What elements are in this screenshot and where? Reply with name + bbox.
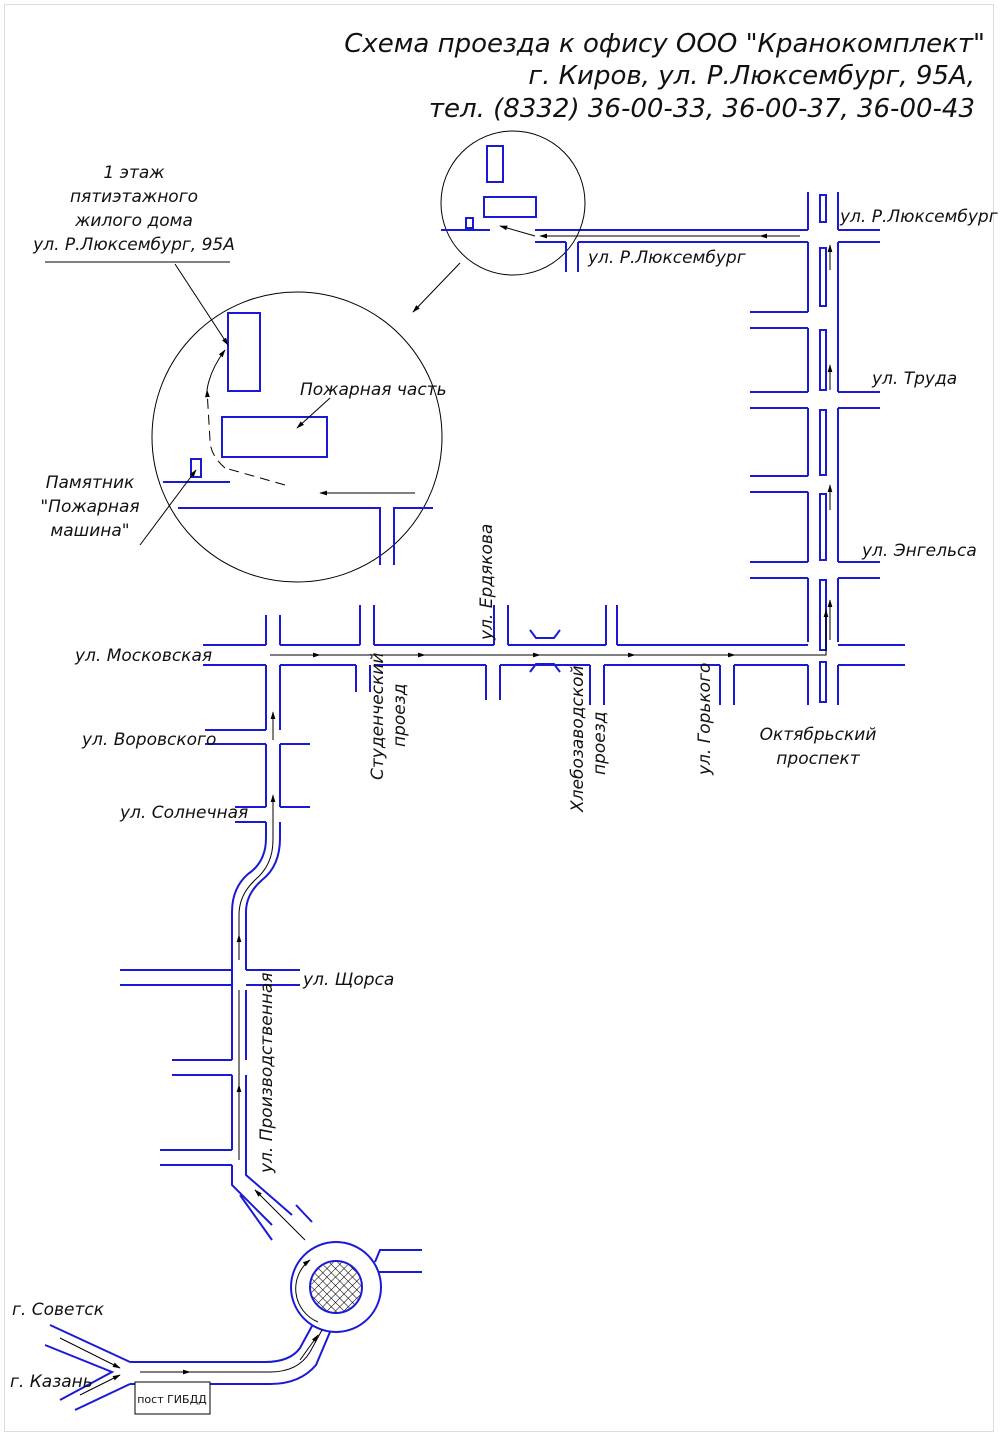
roundabout [130,1241,422,1385]
road-oktyabrsky [750,192,880,705]
city-sovetsk: г. Советск [12,1300,105,1320]
street-khlebozavodskoy-1: Хлебозаводской [568,665,588,813]
post-gibdd-box [134,1381,211,1415]
fire-station-building [221,416,328,458]
labels: 1 этаж пятиэтажного жилого дома ул. Р.Лю… [10,163,998,1406]
building-label-1: 1 этаж [103,163,165,183]
street-truda: ул. Труда [871,369,957,389]
title-line-3: тел. (8332) 36-00-33, 36-00-37, 36-00-43 [429,94,975,124]
street-shchorsa: ул. Щорса [302,970,394,990]
residential-building [227,312,261,392]
monument-label-3: машина" [50,521,129,541]
building-label-2: пятиэтажного [70,187,198,207]
monument-label-2: "Пожарная [40,497,139,517]
road-upper-vertical [205,665,310,970]
street-engelsa: ул. Энгельса [861,541,977,561]
street-moskovskaya: ул. Московская [74,646,212,666]
street-luxemburg-mid: ул. Р.Люксембург [587,248,746,268]
road-entries [44,1324,211,1415]
street-khlebozavodskoy-2: проезд [590,711,610,775]
building-label-3: жилого дома [74,211,193,231]
street-vorovskogo: ул. Воровского [81,730,216,750]
detail-circle-large [45,261,443,583]
street-luxemburg-top: ул. Р.Люксембург [839,207,998,227]
street-studencheskiy-2: проезд [390,683,410,747]
street-studencheskiy-1: Студенческий [368,653,388,780]
fire-station-label: Пожарная часть [300,380,447,400]
city-kazan: г. Казань [10,1372,93,1392]
road-proizvodstvennaya [120,969,313,1241]
title-line-1: Схема проезда к офису ООО "Кранокомплект… [344,29,985,59]
street-erdyakova: ул. Ердякова [477,524,497,641]
title-block: Схема проезда к офису ООО "Кранокомплект… [344,29,985,124]
street-oktyabrsky-2: проспект [776,749,860,769]
title-line-2: г. Киров, ул. Р.Люксембург, 95А, [528,61,975,91]
street-oktyabrsky-1: Октябрьский [760,725,877,745]
post-gibdd-label: пост ГИБДД [137,1393,207,1406]
detail-circle-small [412,130,586,313]
street-proizvodstvennaya: ул. Производственная [257,972,277,1174]
street-gorkogo: ул. Горького [695,663,715,776]
building-label-4: ул. Р.Люксембург, 95А [32,235,235,255]
monument-label-1: Памятник [46,473,135,493]
street-solnechnaya: ул. Солнечная [119,803,248,823]
road-moskovskaya [203,605,905,705]
